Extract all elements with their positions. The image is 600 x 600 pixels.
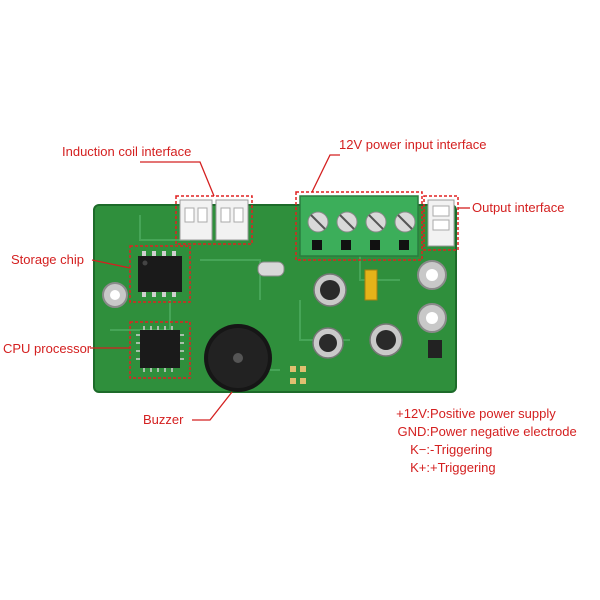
legend-key: +12V: [396, 406, 430, 421]
legend-desc: +Triggering [430, 460, 496, 475]
induction-coil-connectors [179, 199, 249, 241]
legend-row: K−: -Triggering [380, 441, 595, 459]
highlight-storage-chip [129, 245, 191, 303]
legend-desc: Power negative electrode [430, 424, 577, 439]
callout-induction-coil: Induction coil interface [62, 144, 192, 159]
callout-cpu: CPU processor [3, 341, 92, 356]
line-induction-coil [140, 161, 215, 197]
highlight-cpu [129, 321, 191, 379]
power-terminal-block [299, 195, 419, 257]
legend-row: K+: +Triggering [380, 459, 595, 477]
line-power-input [311, 154, 340, 193]
legend-key: K+: [410, 460, 430, 475]
pin-header [290, 366, 306, 384]
transistor [428, 340, 442, 358]
highlight-power-input [295, 191, 423, 261]
storage-chip [138, 251, 182, 297]
highlight-boxes [129, 191, 459, 379]
legend-row: GND: Power negative electrode [380, 423, 595, 441]
legend-desc: -Triggering [430, 442, 493, 457]
capacitor [369, 323, 403, 357]
pin-legend: +12V: Positive power supply GND: Power n… [380, 405, 595, 477]
callout-buzzer: Buzzer [143, 412, 184, 427]
capacitor [313, 273, 347, 307]
callout-output: Output interface [472, 200, 565, 215]
legend-desc: Positive power supply [430, 406, 556, 421]
callout-lines [90, 154, 470, 421]
cpu-chip [136, 326, 184, 372]
tantalum-capacitor [364, 269, 378, 301]
capacitor [312, 327, 344, 359]
buzzer [204, 324, 272, 392]
line-storage-chip [91, 259, 131, 269]
legend-key: K−: [410, 442, 430, 457]
callout-storage-chip: Storage chip [11, 252, 84, 267]
highlight-output [423, 195, 459, 251]
callout-power-input: 12V power input interface [339, 137, 487, 152]
output-connector [427, 199, 455, 247]
line-buzzer [192, 391, 233, 421]
crystal [257, 261, 285, 277]
legend-row: +12V: Positive power supply [380, 405, 595, 423]
legend-key: GND: [397, 424, 431, 439]
